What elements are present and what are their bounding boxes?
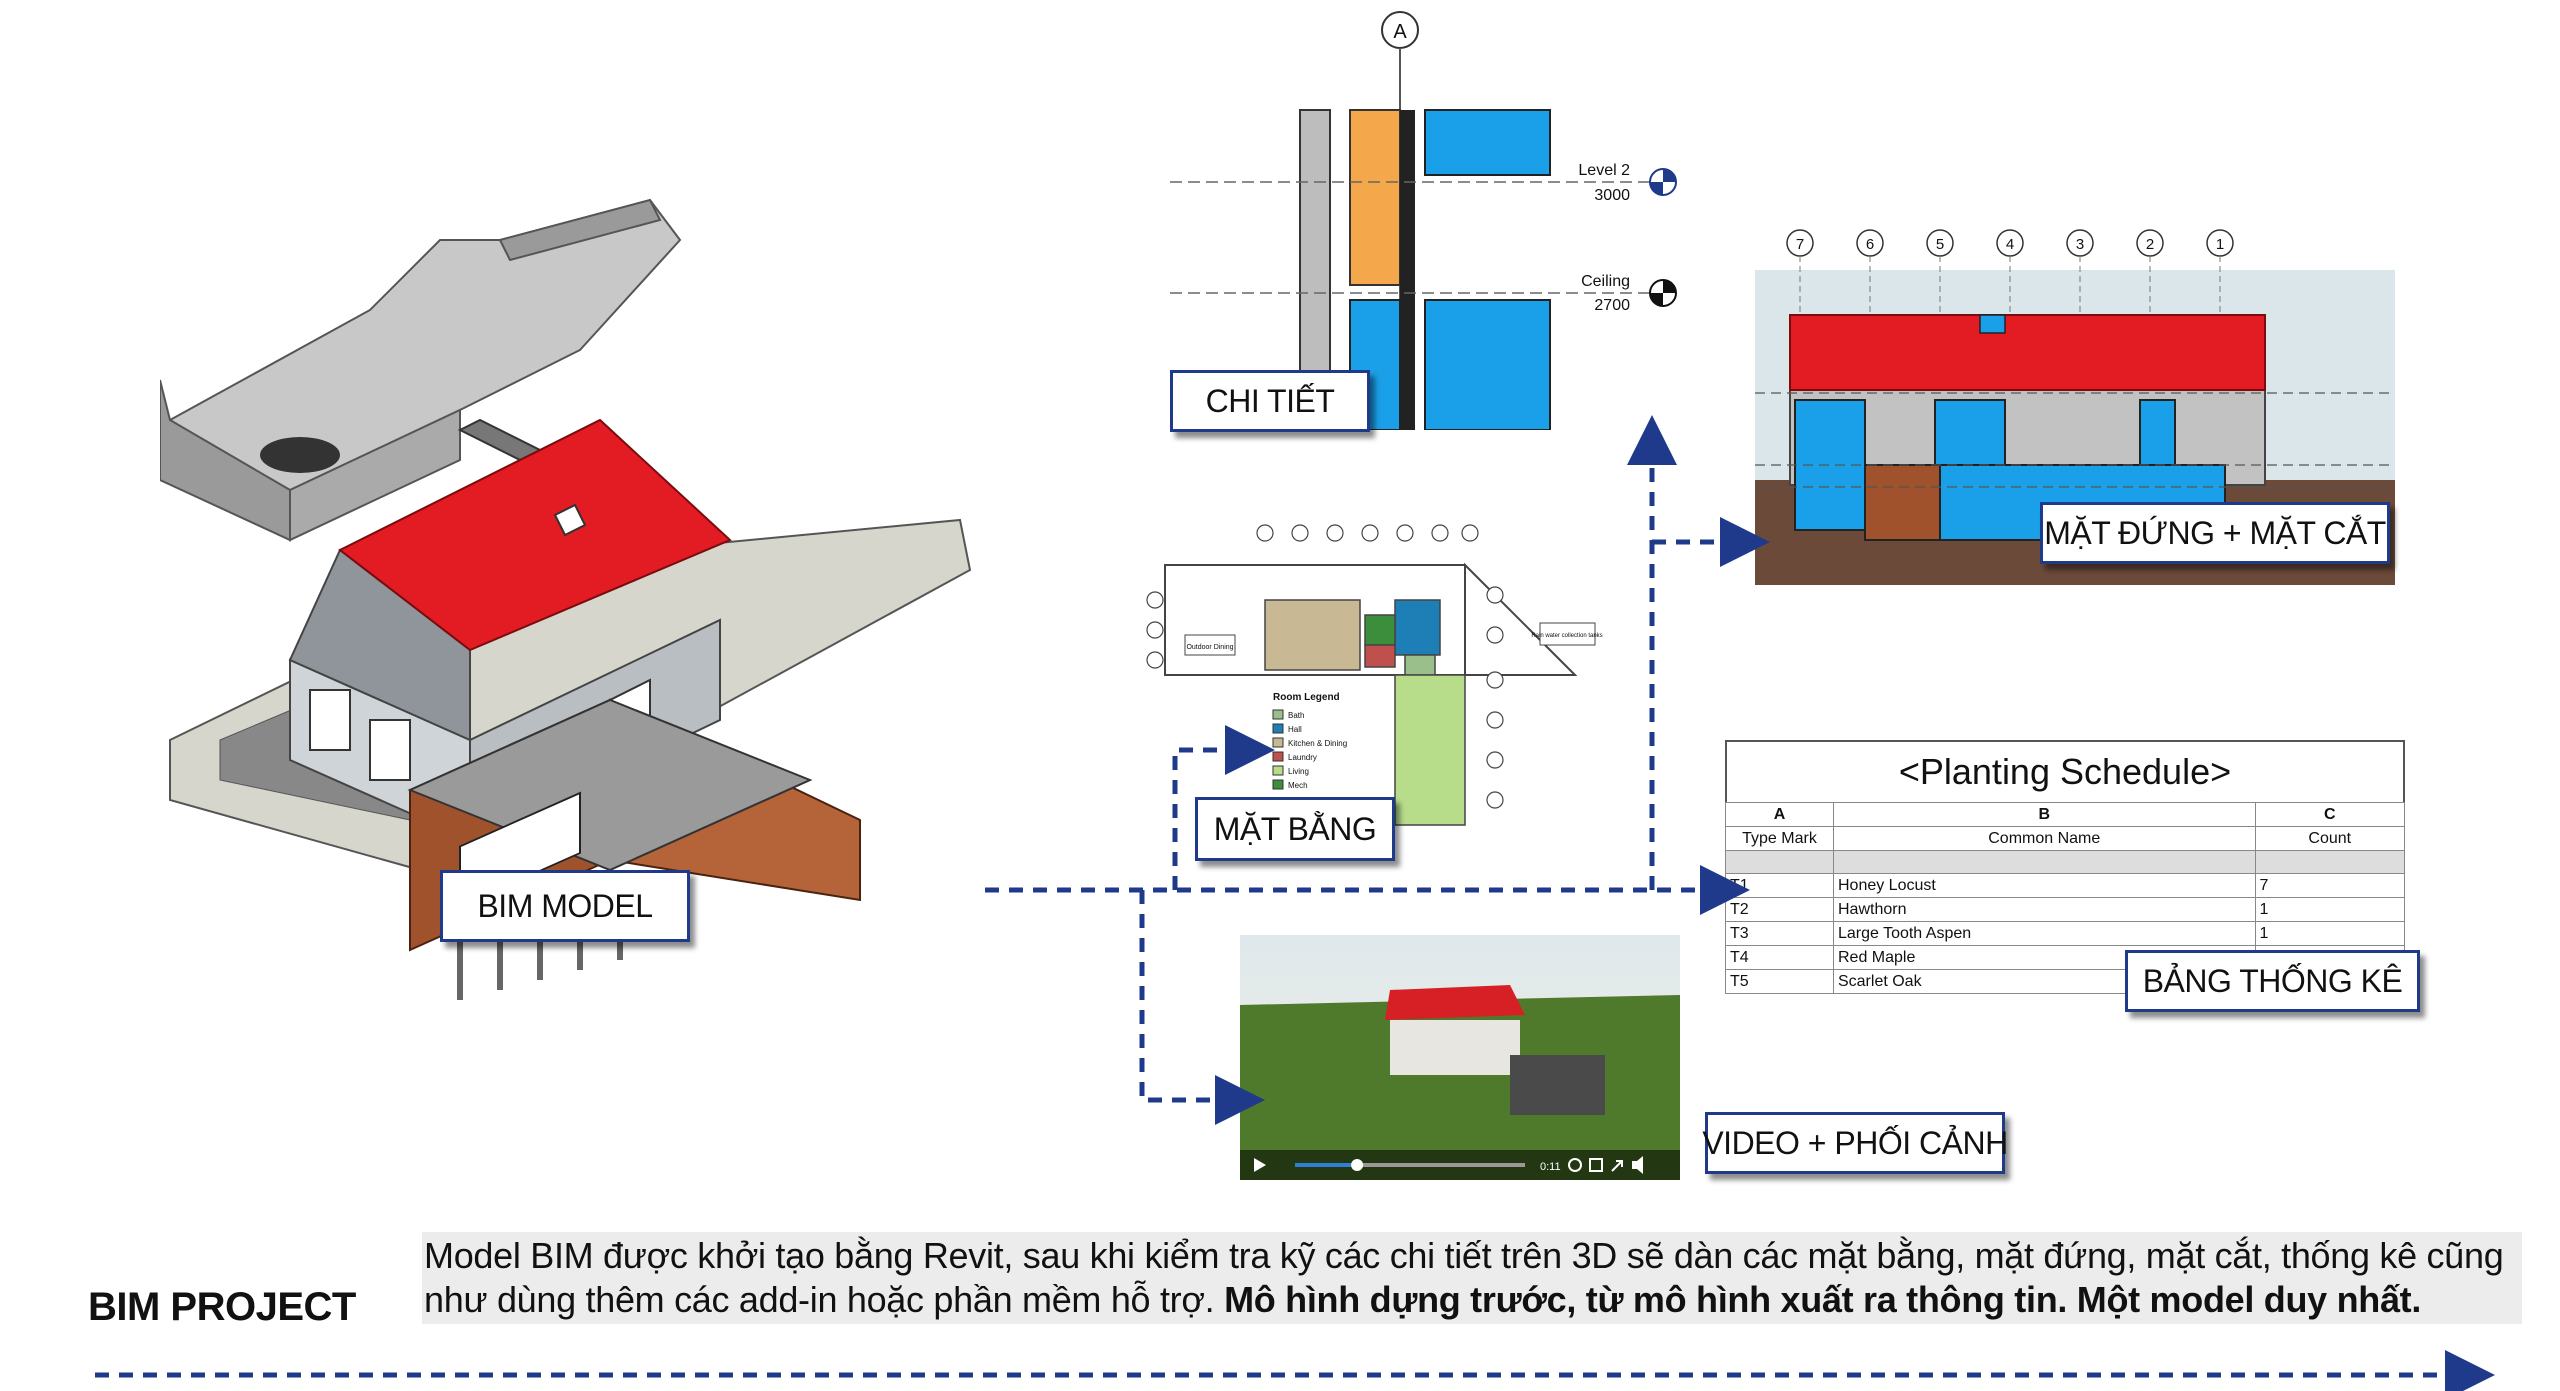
video-grass <box>1240 995 1680 1180</box>
video-container <box>1510 1055 1605 1115</box>
col-header[interactable]: Count <box>2254 826 2406 851</box>
car-icon <box>260 437 340 473</box>
bim-model-illustration <box>160 198 972 1000</box>
video-player[interactable]: 0:11 <box>1240 935 1680 1180</box>
planting-schedule: <Planting Schedule> A B C Type Mark Comm… <box>1725 740 2406 1000</box>
schedule-title: <Planting Schedule> <box>1725 740 2405 802</box>
legend-swatch <box>1272 779 1284 790</box>
progress-knob[interactable] <box>1351 1159 1364 1171</box>
grid-label: 4 <box>2006 236 2014 253</box>
pip-icon[interactable] <box>1589 1158 1603 1172</box>
red-roof <box>338 418 732 652</box>
settings-icon[interactable] <box>1568 1158 1582 1172</box>
bang-thong-ke-label: BẢNG THỐNG KÊ <box>2125 950 2420 1012</box>
outdoor-dining-box <box>1184 634 1236 656</box>
project-title: BIM PROJECT <box>88 1285 356 1329</box>
glass-lower <box>1424 299 1551 430</box>
col-header[interactable]: Type Mark <box>1725 826 1834 851</box>
level2-name: Level 2 <box>1578 162 1630 179</box>
detail-section-drawing: A Level 2 3000 Ceiling 2700 <box>1170 11 1677 430</box>
volume-icon[interactable] <box>1632 1156 1643 1174</box>
grid-label: 1 <box>2216 236 2224 253</box>
level-marker-icon <box>1649 168 1677 196</box>
elevation-window <box>2139 399 2176 466</box>
mat-bang-label: MẶT BẰNG <box>1195 797 1395 861</box>
legend-label: Hall <box>1288 725 1302 734</box>
legend-label: Living <box>1288 767 1309 776</box>
ramp-wall <box>498 198 662 262</box>
elevation-grid-bubbles: 7 6 5 4 3 2 1 <box>1786 229 2234 425</box>
level2-value: 3000 <box>1594 187 1630 204</box>
legend-swatch <box>1272 709 1284 720</box>
schedule-table: A B C Type Mark Common Name Count T1 Hon… <box>1725 802 2406 994</box>
connector-video <box>1139 890 1265 1125</box>
mat-dung-label: MẶT ĐỨNG + MẶT CẮT <box>2040 502 2390 564</box>
elevation-roof <box>1789 314 2266 391</box>
house-window <box>309 689 351 751</box>
plan-side-bubbles <box>1146 586 1504 809</box>
glass-upper <box>1424 109 1551 176</box>
level-marker-icon <box>1649 279 1677 307</box>
description-line-2-normal: như dùng thêm các add-in hoặc phần mềm h… <box>424 1279 1225 1320</box>
progress-track[interactable] <box>1295 1163 1525 1167</box>
grid-label: 3 <box>2076 236 2084 253</box>
common-name: Hawthorn <box>1832 897 2256 922</box>
schedule-spacer-row <box>1725 850 2406 874</box>
room-hall <box>1394 599 1441 656</box>
video-house-wall <box>1390 1020 1520 1075</box>
grid-label: 2 <box>2146 236 2154 253</box>
elevation-wood <box>1864 464 1941 541</box>
video-time: 0:11 <box>1540 1161 1561 1173</box>
floor-plan-drawing: Outdoor Dining Rain water collection tan… <box>1146 524 1603 826</box>
house-window <box>369 719 411 781</box>
col-letter: C <box>2254 802 2406 827</box>
roof-skylight <box>553 503 587 537</box>
wall-insulation <box>1349 109 1401 286</box>
bim-model-label: BIM MODEL <box>440 870 690 942</box>
grid-label: A <box>1393 21 1407 43</box>
progress-fill <box>1295 1163 1358 1167</box>
col-letter: B <box>1832 802 2256 827</box>
legend-label: Laundry <box>1288 753 1317 762</box>
outdoor-dining-label: Outdoor Dining <box>1186 644 1233 651</box>
grid-label: 6 <box>1866 236 1874 253</box>
description-panel <box>422 1232 2522 1324</box>
video-label: VIDEO + PHỐI CẢNH <box>1702 1112 2008 1174</box>
type-mark: T5 <box>1725 969 1834 994</box>
legend-label: Mech <box>1288 781 1308 790</box>
legend-label: Kitchen & Dining <box>1288 739 1347 748</box>
ceiling-name: Ceiling <box>1581 273 1630 290</box>
col-letter: A <box>1725 802 1834 827</box>
legend-label: Bath <box>1288 711 1304 720</box>
description-line-2: như dùng thêm các add-in hoặc phần mềm h… <box>424 1279 2421 1321</box>
wall-stud <box>1400 110 1415 430</box>
ceiling-value: 2700 <box>1594 297 1630 314</box>
description-line-2-bold: Mô hình dựng trước, từ mô hình xuất ra t… <box>1224 1279 2422 1320</box>
grid-label: 7 <box>1796 236 1804 253</box>
count: 1 <box>2254 921 2406 946</box>
elevation-drawing: 7 6 5 4 3 2 1 <box>1755 229 2395 585</box>
tank-label-box <box>1539 622 1596 646</box>
elevation-window <box>1934 399 2006 466</box>
room-laundry <box>1364 644 1396 668</box>
legend-title: Room Legend <box>1273 692 1340 703</box>
fullscreen-icon[interactable] <box>1611 1160 1623 1172</box>
room-kitchen-dining <box>1264 599 1361 671</box>
play-icon[interactable] <box>1254 1158 1266 1172</box>
description-line-1: Model BIM được khởi tạo bằng Revit, sau … <box>424 1235 2504 1276</box>
plan-grid-bubbles <box>1256 524 1479 542</box>
grid-label: 5 <box>1936 236 1944 253</box>
common-name: Honey Locust <box>1832 873 2256 898</box>
garage-wall-top <box>289 408 461 542</box>
plan-deck <box>1464 562 1578 676</box>
chi-tiet-label: CHI TIẾT <box>1170 370 1370 432</box>
schedule-letter-row: A B C <box>1725 802 2406 827</box>
tank-label: Rain water collection tanks <box>1531 633 1602 639</box>
room-living <box>1394 674 1466 826</box>
elevation-skylight <box>1979 314 2006 334</box>
video-house-roof <box>1385 985 1525 1020</box>
